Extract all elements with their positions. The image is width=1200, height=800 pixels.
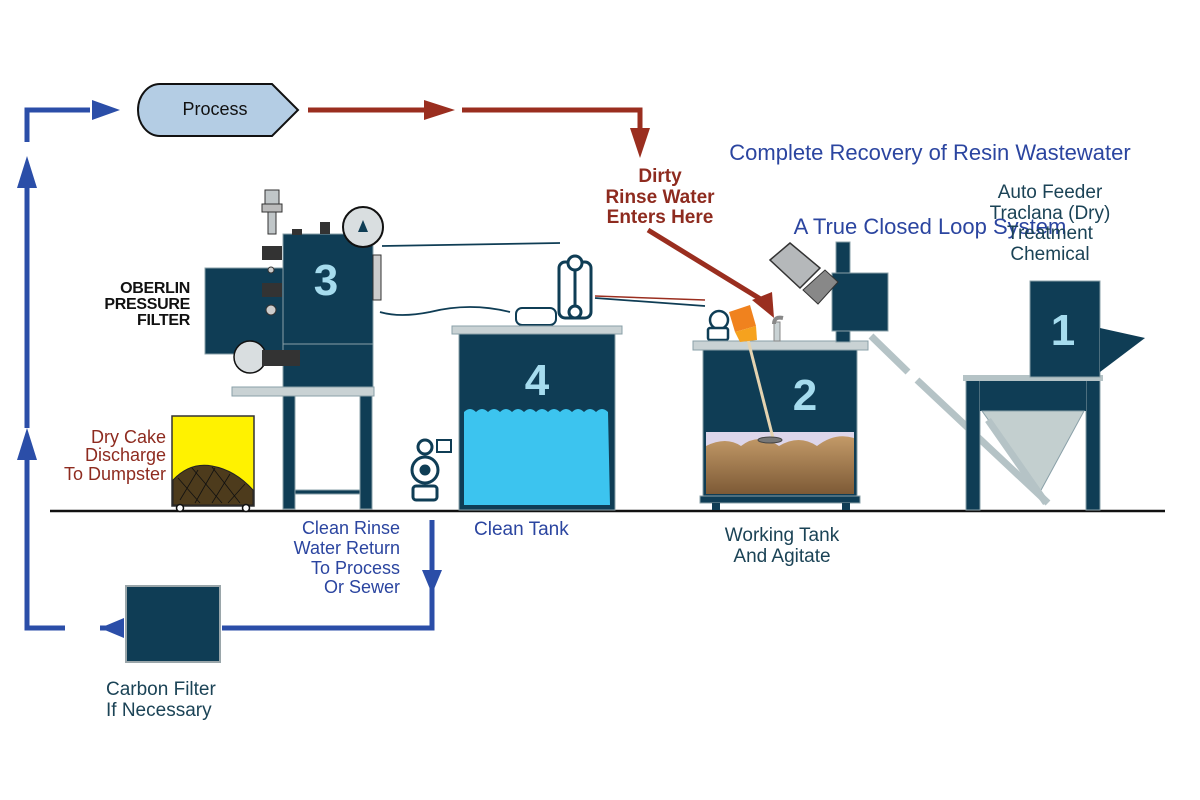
small-pump	[706, 309, 730, 342]
dirty-rinse-flow-line	[308, 107, 764, 303]
diaphragm-pump-bottom	[410, 438, 452, 502]
dirty-hose	[594, 295, 706, 301]
auto-feeder-label: Auto Feeder Traclana (Dry) Treatment Che…	[989, 182, 1111, 265]
flow-arrowheads-blue	[17, 100, 442, 638]
process-label: Process	[182, 99, 248, 119]
arrow-up-icon	[17, 156, 37, 188]
auger-feeder	[768, 241, 1051, 506]
carbon-filter-label: Carbon Filter If Necessary	[106, 679, 216, 721]
dumpster	[171, 415, 255, 513]
arrow-up-icon	[17, 428, 37, 460]
title-line-2: A True Closed Loop System	[793, 214, 1067, 240]
clean-water-fill	[464, 409, 610, 505]
diaphragm-pump-top	[515, 254, 593, 326]
arrow-down-icon	[752, 292, 774, 318]
arrow-right-icon	[424, 100, 455, 120]
clean-tank-label: Clean Tank	[474, 519, 569, 540]
unit-number-2: 2	[793, 371, 817, 420]
title-line-1: Complete Recovery of Resin Wastewater	[729, 140, 1131, 166]
arrow-down-icon	[422, 570, 442, 594]
arrow-left-icon	[100, 618, 124, 638]
clean-tank-unit[interactable]: 4	[451, 325, 623, 511]
unit-number-1: 1	[1051, 306, 1075, 355]
clean-rinse-return-label: Clean Rinse Water Return To Process Or S…	[293, 518, 400, 598]
process-node[interactable]	[137, 83, 300, 137]
hose-lines	[379, 242, 706, 316]
unit-number-4: 4	[525, 356, 550, 405]
arrow-right-icon	[92, 100, 120, 120]
working-tank-unit[interactable]: 2	[692, 305, 869, 510]
dirty-rinse-label: Dirty Rinse Water Enters Here	[605, 166, 715, 229]
dry-cake-label: Dry Cake Discharge To Dumpster	[63, 427, 166, 484]
oberlin-pressure-filter-unit[interactable]: 3	[204, 189, 384, 510]
arrow-down-icon	[630, 128, 650, 158]
unit-number-3: 3	[314, 256, 338, 305]
auto-feeder-unit[interactable]: 1	[963, 280, 1145, 511]
working-tank-label: Working Tank And Agitate	[724, 525, 840, 567]
flow-arrowheads-red	[424, 100, 774, 318]
clean-return-flow-line	[24, 107, 435, 631]
carbon-filter-box[interactable]	[125, 585, 221, 663]
page-title: Complete Recovery of Resin Wastewater A …	[640, 92, 1200, 264]
oberlin-filter-label: OBERLIN PRESSURE FILTER	[104, 280, 190, 329]
